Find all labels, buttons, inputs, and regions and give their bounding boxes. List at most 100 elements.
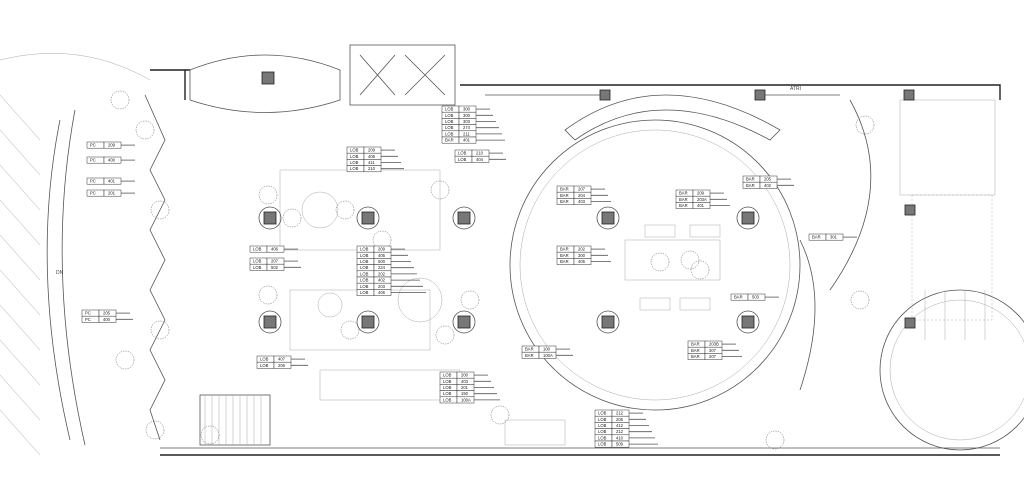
tag-code: LOB	[598, 423, 607, 428]
tag-code: LOB	[445, 107, 454, 112]
tag-code: BAR	[746, 183, 755, 188]
tag-number: 207	[271, 259, 279, 264]
column	[904, 317, 916, 329]
column	[904, 204, 916, 216]
column	[261, 71, 275, 85]
tag-code: LOB	[445, 113, 454, 118]
tag-code: BAR	[679, 197, 688, 202]
tag-row[interactable]: LOB 411	[346, 159, 401, 166]
tree-icon	[258, 185, 278, 205]
tag-number: 211	[463, 131, 470, 136]
tree-icon	[855, 115, 875, 135]
tag-number: 406	[378, 290, 386, 295]
tree-icon	[460, 290, 480, 310]
tag-code: LOB	[598, 435, 607, 440]
tag-code: BAR	[691, 354, 700, 359]
tag-number: 407	[278, 357, 286, 362]
tag-number: 201	[461, 385, 469, 390]
tag-code: BAR	[560, 187, 569, 192]
tag-code: LOB	[458, 151, 467, 156]
tag-code: LOB	[598, 429, 607, 434]
tag-row[interactable]: BAR 207	[556, 185, 605, 193]
tag-code: LOB	[350, 160, 359, 165]
tree-icon	[430, 180, 450, 200]
tag-code: BAR	[746, 177, 755, 182]
tag-number: 203A	[697, 197, 707, 202]
tree-icon	[690, 260, 710, 280]
tree-icon	[680, 250, 700, 270]
tag-number: 207	[578, 187, 586, 192]
tag-number: 207	[709, 354, 717, 359]
tag-code: LOB	[260, 363, 269, 368]
tag-row[interactable]: BAR 207	[687, 353, 742, 360]
tag-code: LOB	[360, 265, 369, 270]
tag-number: 100A	[543, 353, 553, 358]
tag-number: 411	[368, 160, 375, 165]
column	[356, 206, 380, 230]
tag-number: 403	[461, 379, 469, 384]
tag-row[interactable]: BAR 203A	[675, 195, 727, 203]
tag-code: LOB	[598, 442, 607, 447]
